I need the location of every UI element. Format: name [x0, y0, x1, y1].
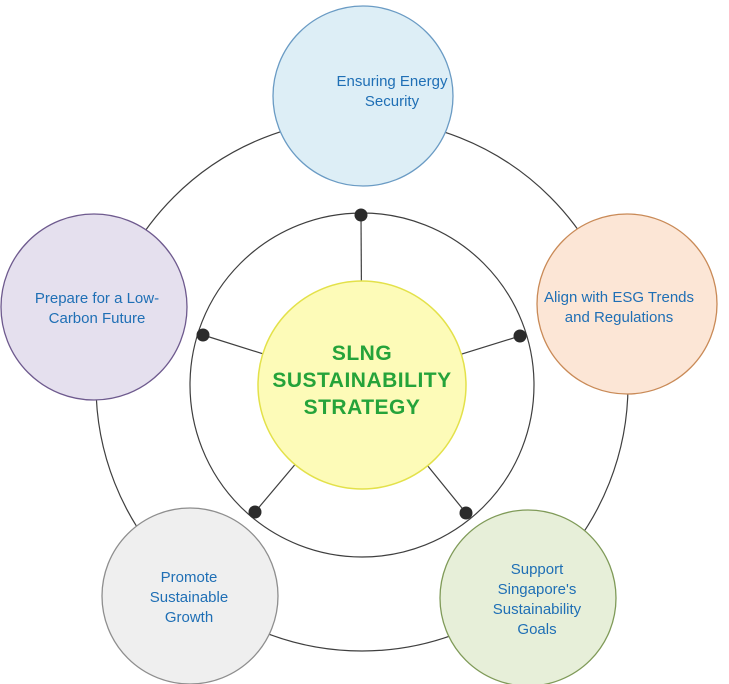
pillar-label-line: Support	[511, 561, 564, 578]
pillar-label-line: Sustainability	[493, 601, 582, 618]
pillar-label-line: Goals	[517, 621, 556, 638]
connector-dot-singapore-goals	[459, 506, 473, 520]
pillar-label-line: Security	[365, 93, 420, 110]
pillar-label-line: Promote	[161, 569, 218, 586]
center-title-line: SUSTAINABILITY	[272, 369, 451, 392]
pillar-circle	[536, 213, 718, 395]
connector-dot-energy-security	[354, 208, 368, 222]
connector-dot-esg-trends	[513, 329, 527, 343]
pillar-label-line: Prepare for a Low-	[35, 290, 159, 307]
pillar-circle	[0, 213, 188, 401]
pillar-label-line: Sustainable	[150, 589, 228, 606]
center-strategy: SLNG SUSTAINABILITY STRATEGY	[257, 280, 467, 490]
pillar-esg-trends: Align with ESG Trends and Regulations	[536, 213, 718, 395]
pillar-circle	[439, 509, 617, 684]
center-title: SLNG SUSTAINABILITY STRATEGY	[272, 342, 451, 419]
connector-dots	[196, 208, 527, 520]
pillar-label-line: Carbon Future	[49, 310, 146, 327]
pillar-circle	[272, 5, 454, 187]
pillar-label-line: Ensuring Energy	[337, 73, 448, 90]
center-circle	[257, 280, 467, 490]
connector-dot-sustainable-growth	[248, 505, 262, 519]
connector-dot-low-carbon	[196, 328, 210, 342]
center-title-line: SLNG	[332, 342, 392, 365]
pillar-label: Align with ESG Trends and Regulations	[544, 289, 694, 326]
pillar-label: Prepare for a Low- Carbon Future	[35, 290, 159, 327]
pillar-label-line: Singapore's	[498, 581, 577, 598]
center-title-line: STRATEGY	[304, 396, 421, 419]
pillar-circle	[101, 507, 279, 684]
pillar-label-line: Growth	[165, 609, 213, 626]
pillar-label-line: and Regulations	[565, 309, 673, 326]
pillar-low-carbon: Prepare for a Low- Carbon Future	[0, 213, 188, 401]
pillar-label-line: Align with ESG Trends	[544, 289, 694, 306]
